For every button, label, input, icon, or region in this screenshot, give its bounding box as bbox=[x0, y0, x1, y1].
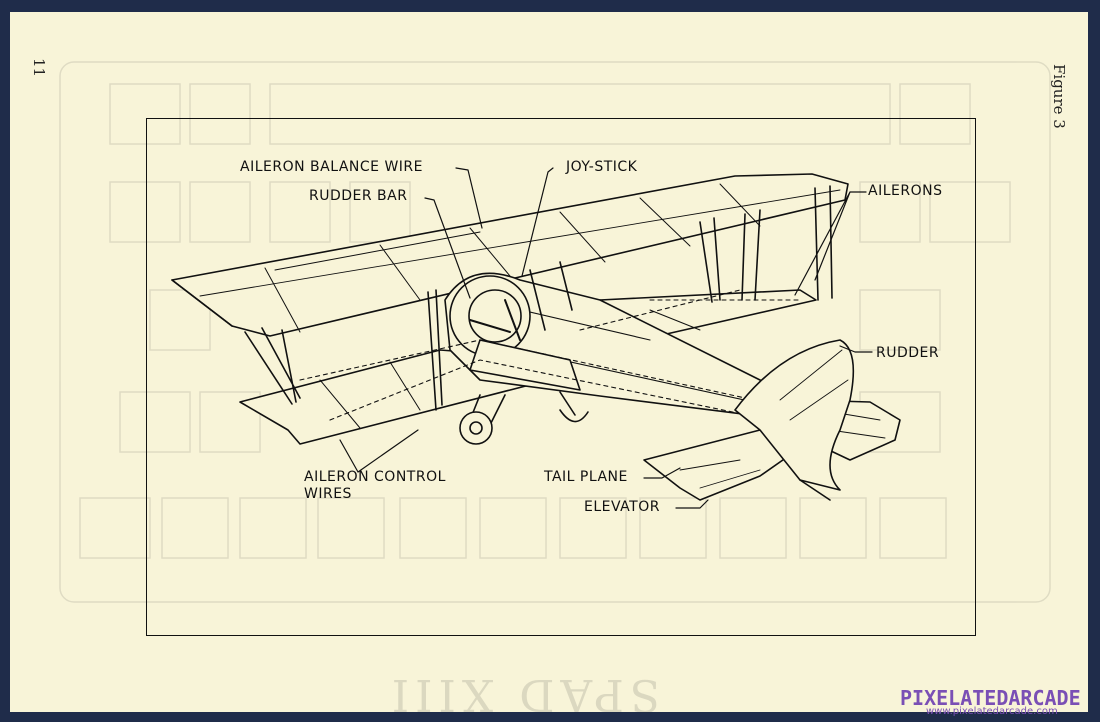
figure-frame bbox=[146, 118, 976, 636]
rudder-bar-drawing bbox=[469, 319, 511, 333]
label-aileron-balance-wire: AILERON BALANCE WIRE bbox=[240, 159, 423, 175]
label-aileron-control-wires-line1: AILERON CONTROL bbox=[304, 469, 446, 485]
label-joy-stick: JOY-STICK bbox=[566, 159, 638, 175]
wheel-front bbox=[459, 411, 493, 445]
watermark-url: www.pixelatedarcade.com bbox=[926, 706, 1058, 717]
joy-stick-drawing bbox=[504, 299, 521, 341]
label-rudder-bar: RUDDER BAR bbox=[309, 188, 408, 204]
label-aileron-control-wires-line2: WIRES bbox=[304, 486, 352, 502]
watermark-brand: PIXELATEDARCADE bbox=[900, 686, 1081, 710]
upper-wing bbox=[171, 173, 849, 337]
strut-left bbox=[244, 327, 301, 405]
label-ailerons: AILERONS bbox=[868, 183, 943, 199]
label-elevator: ELEVATOR bbox=[584, 499, 660, 515]
rudder-surface bbox=[734, 339, 855, 491]
label-tail-plane: TAIL PLANE bbox=[544, 469, 628, 485]
fuselage bbox=[444, 272, 801, 421]
ghost-title-mirror: SPAD XIII bbox=[386, 669, 660, 720]
label-rudder: RUDDER bbox=[876, 345, 940, 361]
